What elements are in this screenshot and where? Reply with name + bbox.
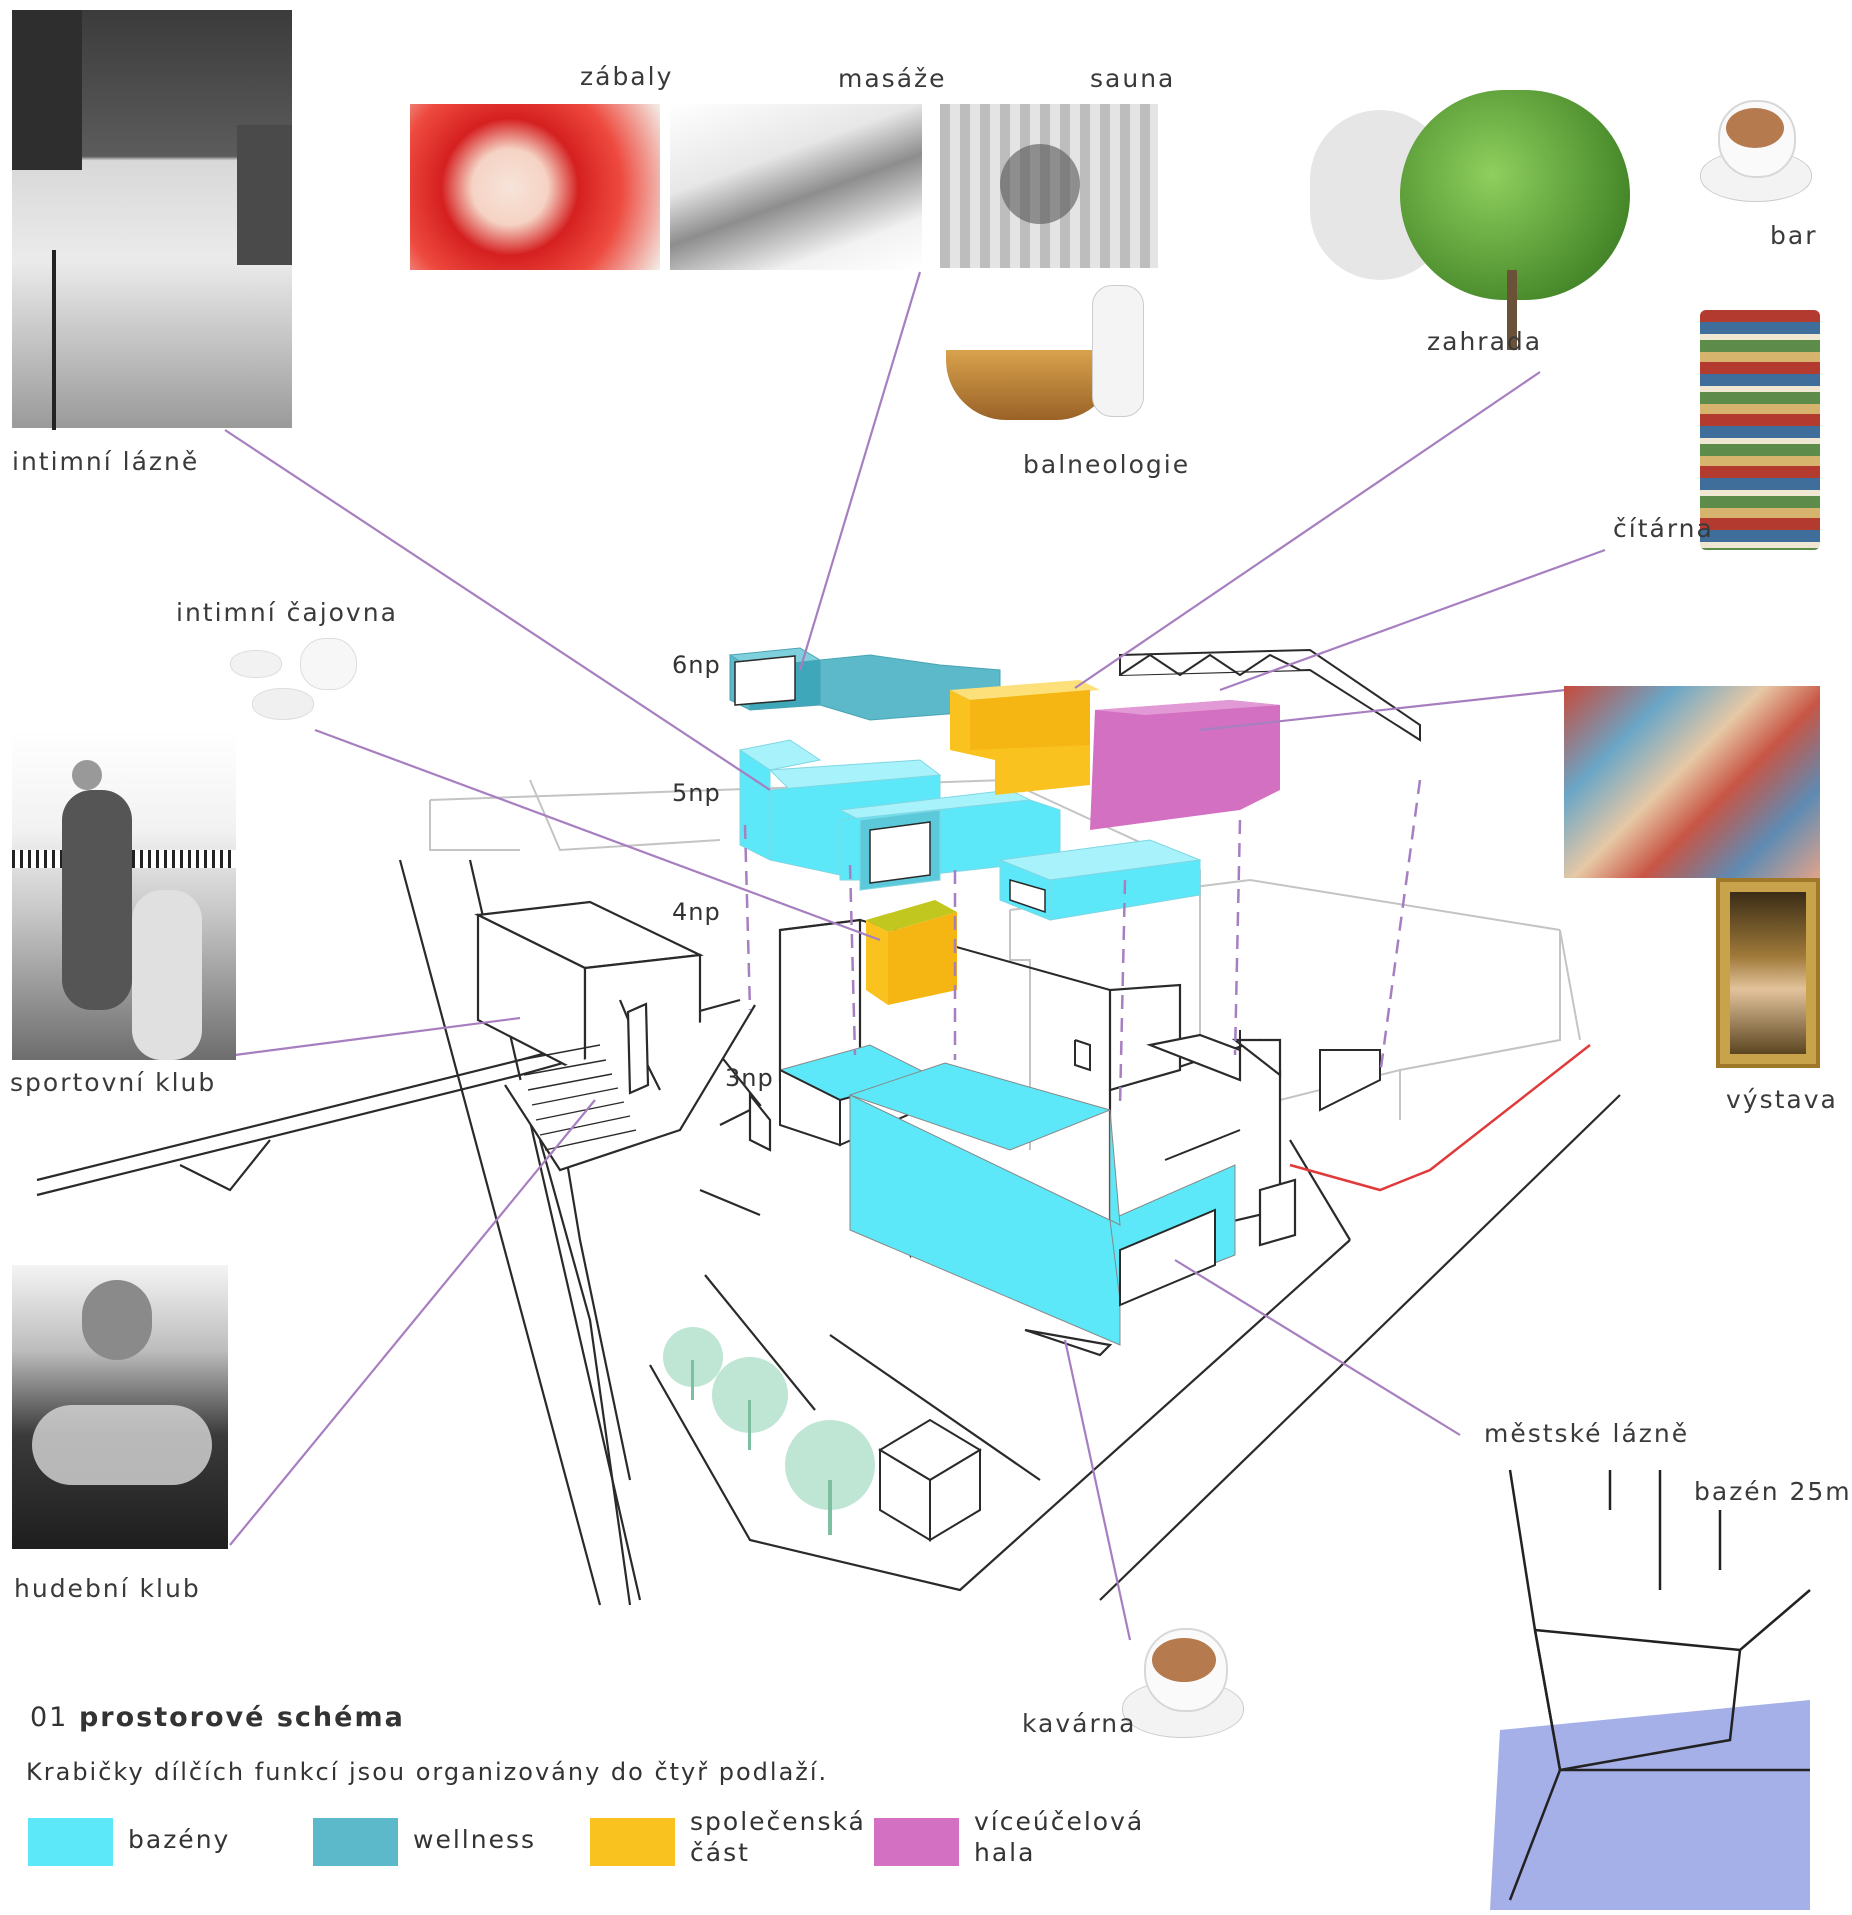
floor-3np: 3np [725,1064,774,1092]
kavarna-coffee-photo [1122,1620,1244,1740]
legend-label-wellness: wellness [413,1825,536,1854]
floor-4np: 4np [672,898,721,926]
pavilion [878,1418,982,1542]
zahrada-tree-photo [1310,90,1640,350]
label-intimni-cajovna: intimní čajovna [176,598,398,627]
label-sportovni-klub: sportovní klub [10,1068,217,1097]
label-mestske-lazne: městské lázně [1484,1419,1690,1448]
legend-swatch-bazeny [28,1818,113,1866]
sportovni-klub-photo [12,730,236,1060]
caption-title: prostorové schéma [78,1702,405,1733]
label-bazen-25m: bazén 25m [1694,1477,1852,1506]
legend-label-spolecenska: společenská část [690,1807,866,1867]
stairs-lines [519,1044,637,1151]
legend-swatch-viceucelova [874,1818,959,1866]
caption-heading: 01 prostorové schéma [30,1702,405,1733]
label-bar: bar [1770,221,1818,250]
social-upper [950,680,1100,795]
caption-text: Krabičky dílčích funkcí jsou organizován… [26,1758,829,1786]
label-balneologie: balneologie [1023,450,1191,479]
label-kavarna: kavárna [1022,1709,1137,1738]
label-masaze: masáže [838,64,947,93]
legend-swatch-wellness [313,1818,398,1866]
label-zahrada: zahrada [1427,327,1543,356]
vystava-painting-2 [1716,878,1820,1068]
label-citarna: čítárna [1613,514,1714,543]
label-sauna: sauna [1090,64,1176,93]
legend-swatch-spolecenska [590,1818,675,1866]
vystava-painting-1 [1564,686,1820,878]
pools-5np [738,739,1202,921]
intimni-lazne-photo [12,10,292,430]
leader-lines [224,271,1606,1641]
citarna-books-photo [1700,310,1820,550]
bar-coffee-photo [1700,90,1812,210]
label-intimni-lazne: intimní lázně [12,447,200,476]
red-boundary-line [1289,1044,1591,1192]
truss-bridge [1119,648,1421,1112]
balneologie-photo [942,280,1160,440]
bazen-sketch [1490,1469,1811,1910]
floor-6np: 6np [672,651,721,679]
label-zabaly: zábaly [580,62,674,91]
label-hudebni-klub: hudební klub [14,1574,201,1603]
sauna-photo [940,104,1158,268]
hall-magenta [1090,700,1280,830]
hudebni-klub-photo [12,1265,228,1549]
dashed-projections [743,779,1422,1106]
zabaly-photo [410,104,660,270]
masaze-photo [670,104,922,270]
legend-label-bazeny: bazény [128,1825,231,1854]
label-vystava: výstava [1726,1085,1838,1114]
sport-club-volume [474,900,756,1172]
cajovna-teaset-photo [222,638,370,728]
legend-label-viceucelova: víceúčelová hala [974,1807,1145,1867]
pools-3np [778,1044,1236,1346]
caption-number: 01 [30,1702,69,1733]
social-4np [866,900,957,1005]
site-trees [663,1327,875,1535]
floor-5np: 5np [672,779,721,807]
